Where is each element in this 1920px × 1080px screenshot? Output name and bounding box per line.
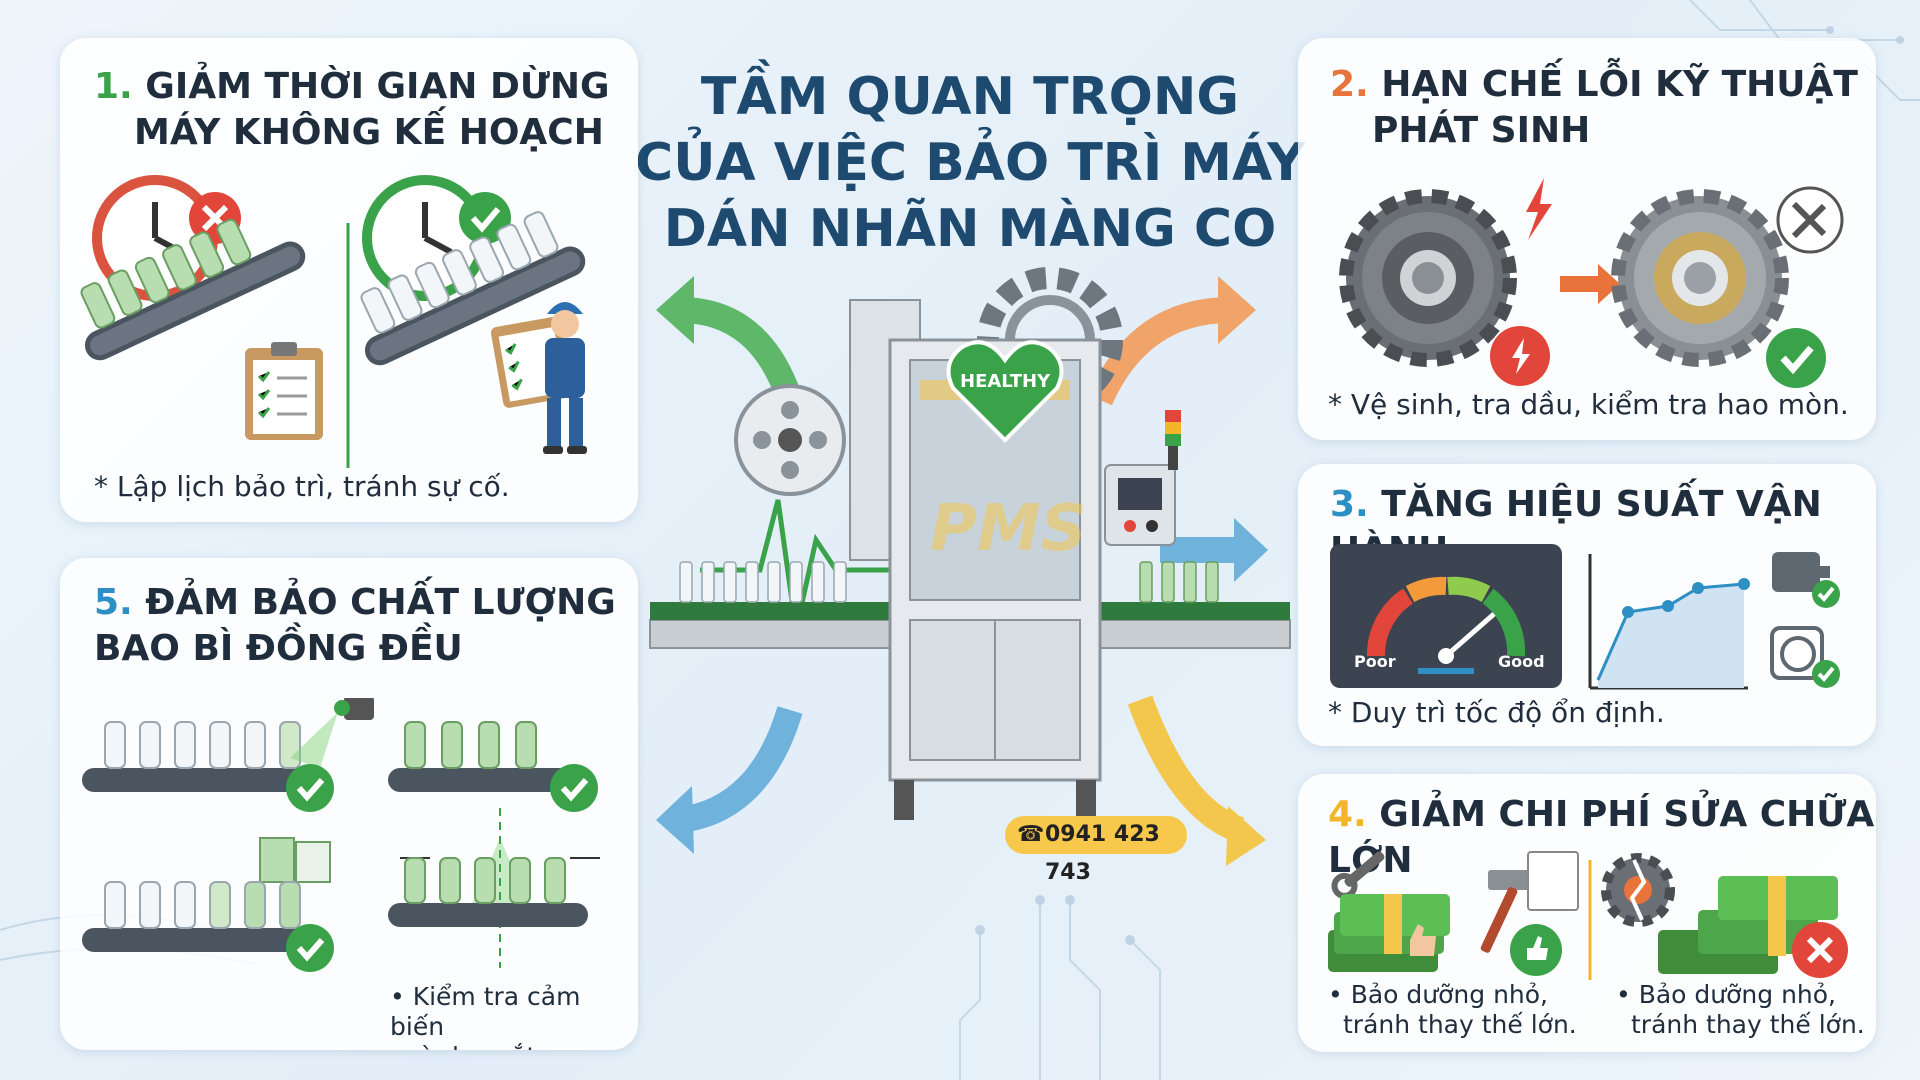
card4-note-right-line2: tránh thay thế lớn. [1631,1010,1865,1039]
check-icon [286,764,334,812]
pms-watermark: PMS [930,492,1087,566]
broken-gear-icon [1601,853,1675,927]
conveyor-top-left [82,721,322,792]
arrow-to-card2 [1088,276,1256,406]
gauge-poor-label: Poor [1354,652,1396,671]
worker-icon [543,302,587,454]
card4-title: GIẢM CHI PHÍ SỬA CHỮA LỚN [1328,794,1875,881]
conveyor-bottom-right [388,857,588,927]
card-quality: 5. ĐẢM BẢO CHẤT LƯỢNG BAO BÌ ĐỒNG ĐỀU [60,558,638,1050]
fan-icon [1770,626,1840,688]
main-title: TẦM QUAN TRỌNG CỦA VIỆC BẢO TRÌ MÁY DÁN … [620,64,1320,262]
center-illustration: PMS [649,267,1291,866]
arrow-to-card1 [656,276,803,405]
money-icon [1658,876,1838,974]
card5-number: 5. [94,582,133,623]
check-icon [286,924,334,972]
card4-title: 4. GIẢM CHI PHÍ SỬA CHỮA LỚN [1328,792,1876,884]
phone-badge[interactable]: ☎ 0941 423 743 [1005,816,1187,885]
arrow-to-card4 [1127,695,1266,866]
card2-title-line2: PHÁT SINH [1372,110,1591,151]
camera-sensor-icon [290,698,374,768]
card1-illustration [80,175,587,468]
card1-note: * Lập lịch bảo trì, tránh sự cố. [94,470,510,503]
card4-note-left-line1: • Bảo dưỡng nhỏ, [1328,980,1549,1009]
card3-note: * Duy trì tốc độ ổn định. [1328,696,1665,729]
card5-title-line1: ĐẢM BẢO CHẤT LƯỢNG [145,582,616,623]
lightning-icon [1526,178,1552,240]
gear-icon [1339,189,1517,367]
check-icon [1766,328,1826,388]
wrench-icon [1776,186,1844,254]
card2-illustration [1339,178,1844,388]
card4-illustration [1328,851,1848,980]
gauge-icon [1330,544,1562,688]
card2-number: 2. [1330,64,1369,105]
card-reduce-cost: 4. GIẢM CHI PHÍ SỬA CHỮA LỚN [1298,774,1876,1052]
card3-number: 3. [1330,484,1369,525]
label-roll-icon [259,837,331,883]
healthy-label: HEALTHY [960,371,1051,392]
phone-number: 0941 423 743 [1045,822,1160,885]
card5-note: • Kiểm tra cảm biến và dao cắt. [390,982,638,1050]
card5-title-line2: BAO BÌ ĐỒNG ĐỀU [94,628,463,669]
gear-icon [1611,189,1789,367]
check-icon [550,764,598,812]
heart-icon [946,340,1064,443]
card5-note-line1: • Kiểm tra cảm biến [390,982,581,1041]
main-title-line1: TẦM QUAN TRỌNG [700,67,1240,127]
conveyor-left [80,218,306,361]
card5-title: 5. ĐẢM BẢO CHẤT LƯỢNG BAO BÌ ĐỒNG ĐỀU [94,580,616,672]
arrow-to-card5 [656,706,803,854]
card4-number: 4. [1328,794,1367,835]
card4-note-left: • Bảo dưỡng nhỏ, tránh thay thế lớn. [1328,980,1577,1040]
card-reduce-downtime: 1. GIẢM THỜI GIAN DỪNG MÁY KHÔNG KẾ HOẠC… [60,38,638,522]
card2-note: * Vệ sinh, tra dầu, kiểm tra hao mòn. [1328,388,1849,421]
cross-icon [1792,922,1848,978]
card3-illustration [1330,544,1840,690]
card5-note-line2: và dao cắt. [390,1042,638,1050]
card5-illustration [82,698,600,972]
card1-title-line1: GIẢM THỜI GIAN DỪNG [145,66,610,107]
motor-icon [1772,552,1840,608]
money-icon [1328,894,1450,972]
thumbs-up-icon [1510,924,1562,976]
arrow-to-card3 [1160,518,1268,582]
card1-title-line2: MÁY KHÔNG KẾ HOẠCH [134,112,604,153]
wrench-icon [1331,851,1385,899]
card1-number: 1. [94,66,133,107]
card4-note-right-line1: • Bảo dưỡng nhỏ, [1616,980,1837,1009]
conveyor-bottom-left [82,881,322,952]
card4-note-left-line2: tránh thay thế lớn. [1343,1010,1577,1039]
shrink-sleeve-machine [734,299,1181,820]
card2-title: 2. HẠN CHẾ LỖI KỸ THUẬT PHÁT SINH [1330,62,1858,154]
card-limit-faults: 2. HẠN CHẾ LỖI KỸ THUẬT PHÁT SINH [1298,38,1876,440]
conveyor-right [360,211,586,366]
hammer-icon [1480,851,1579,953]
card-performance: 3. TĂNG HIỆU SUẤT VẬN HÀNH [1298,464,1876,746]
phone-icon: ☎ [1017,822,1045,847]
card1-title: 1. GIẢM THỜI GIAN DỪNG MÁY KHÔNG KẾ HOẠC… [94,64,610,156]
card2-title-line1: HẠN CHẾ LỖI KỸ THUẬT [1381,64,1858,105]
lightning-icon [1490,326,1550,386]
conveyor-top-right [388,721,588,792]
line-chart-icon [1588,554,1750,690]
thumbs-up-icon [1410,924,1436,956]
main-title-line3: DÁN NHÃN MÀNG CO [663,199,1277,259]
card4-note-right: • Bảo dưỡng nhỏ, tránh thay thế lớn. [1616,980,1865,1040]
gauge-good-label: Good [1498,652,1545,671]
clipboard-icon [245,342,323,440]
main-title-line2: CỦA VIỆC BẢO TRÌ MÁY [635,133,1305,193]
